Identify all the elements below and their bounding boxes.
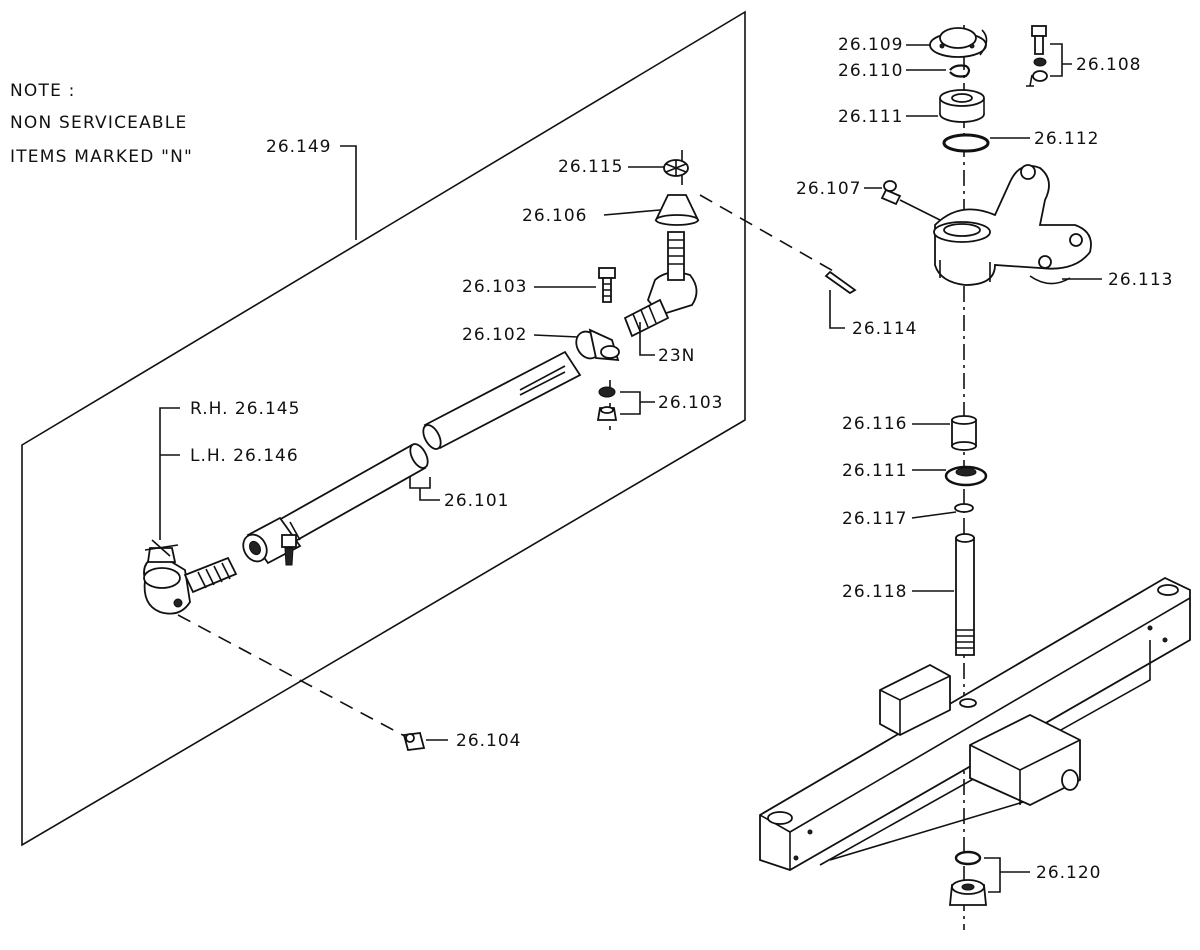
callout-26-112: 26.112	[990, 129, 1099, 149]
note-line-items-marked: ITEMS MARKED "N"	[10, 147, 193, 167]
tie-rod-tube-right	[422, 350, 582, 450]
label-26-117: 26.117	[842, 509, 907, 529]
tie-rod-end-left	[143, 539, 238, 615]
label-26-103-bottom: 26.103	[658, 393, 723, 413]
left-tube-clamp	[242, 516, 302, 566]
label-26-104: 26.104	[456, 731, 521, 751]
axle-beam	[759, 576, 1191, 871]
clamp-bolt-26-103	[598, 267, 616, 303]
callout-26-104: 26.104	[426, 731, 521, 751]
note-block: NOTE : NON SERVICEABLE ITEMS MARKED "N"	[10, 81, 193, 167]
grease-cap-26-109	[929, 27, 988, 58]
grease-nipple-26-107	[880, 180, 902, 206]
dash-line-castle-nut-to-pin	[699, 194, 836, 273]
label-26-145: R.H. 26.145	[190, 399, 300, 419]
dust-cover-26-106	[654, 194, 700, 226]
callout-26-111-top: 26.111	[838, 107, 938, 127]
callout-26-120: 26.120	[984, 857, 1101, 893]
spacer-26-116	[951, 415, 977, 451]
note-line-non-serviceable: NON SERVICEABLE	[10, 113, 187, 133]
label-26-118: 26.118	[842, 582, 907, 602]
label-26-102: 26.102	[462, 325, 527, 345]
callout-26-102: 26.102	[462, 325, 579, 345]
steering-arm-26-113	[933, 164, 1092, 286]
callout-26-101: 26.101	[409, 477, 509, 511]
label-26-115: 26.115	[558, 157, 623, 177]
bolt-washer-26-108	[1026, 25, 1048, 87]
callout-26-145-26-146: R.H. 26.145 L.H. 26.146	[159, 399, 300, 540]
callout-26-106: 26.106	[522, 206, 661, 226]
washer-nut-26-120	[949, 850, 987, 906]
label-26-106: 26.106	[522, 206, 587, 226]
bush-26-111-top	[939, 89, 985, 123]
label-26-120: 26.120	[1036, 863, 1101, 883]
label-26-103-top: 26.103	[462, 277, 527, 297]
king-pin-26-118	[955, 533, 975, 656]
label-26-116: 26.116	[842, 414, 907, 434]
label-26-111-top: 26.111	[838, 107, 903, 127]
callout-26-114: 26.114	[829, 290, 917, 339]
note-title: NOTE :	[10, 81, 76, 101]
label-26-112: 26.112	[1034, 129, 1099, 149]
callout-26-116: 26.116	[842, 414, 950, 434]
callout-26-118: 26.118	[842, 582, 954, 602]
washer-and-nut-26-103	[596, 386, 618, 421]
bearing-26-111-bottom	[944, 465, 988, 487]
split-pin-26-114	[824, 270, 857, 295]
seal-26-112	[942, 133, 990, 153]
callout-26-149: 26.149	[266, 137, 357, 240]
callout-23n: 23N	[639, 322, 695, 366]
callout-26-103-bottom: 26.103	[620, 391, 723, 415]
tie-rod-end-right-23n	[623, 231, 698, 338]
callout-26-115: 26.115	[558, 157, 664, 177]
label-26-146: L.H. 26.146	[190, 446, 299, 466]
label-26-108: 26.108	[1076, 55, 1141, 75]
callout-26-108: 26.108	[1050, 43, 1141, 77]
assembly-outline-26-149	[21, 10, 746, 847]
label-23n: 23N	[658, 346, 695, 366]
circlip-26-110	[949, 64, 971, 78]
grease-nipple-26-104	[402, 732, 426, 751]
label-26-114: 26.114	[852, 319, 917, 339]
label-26-113: 26.113	[1108, 270, 1173, 290]
label-26-111-bottom: 26.111	[842, 461, 907, 481]
leader-26-149	[340, 145, 357, 240]
washer-26-117	[954, 503, 974, 513]
label-26-109: 26.109	[838, 35, 903, 55]
label-26-110: 26.110	[838, 61, 903, 81]
dash-line-end-to-grease-nipple	[177, 614, 413, 741]
callout-26-109: 26.109	[838, 35, 930, 55]
callout-26-107: 26.107	[796, 179, 941, 221]
label-26-107: 26.107	[796, 179, 861, 199]
callout-26-103-top: 26.103	[462, 277, 596, 297]
label-26-149: 26.149	[266, 137, 331, 157]
callout-26-113: 26.113	[1062, 270, 1173, 290]
callout-26-110: 26.110	[838, 61, 946, 81]
castle-nut-26-115	[663, 159, 689, 177]
callout-26-111-bottom: 26.111	[842, 461, 946, 481]
callout-26-117: 26.117	[842, 509, 957, 529]
label-26-101: 26.101	[444, 491, 509, 511]
clamp-26-102	[575, 328, 620, 362]
